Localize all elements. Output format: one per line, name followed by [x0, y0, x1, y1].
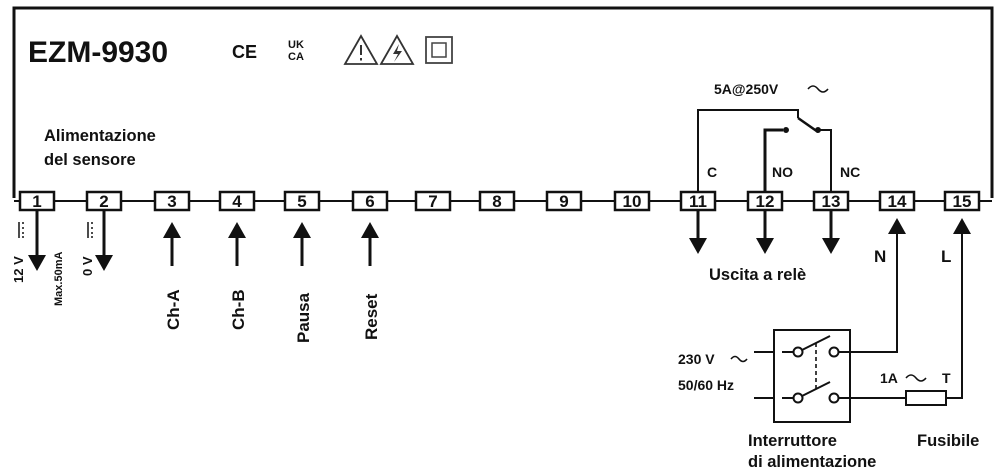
- label-l: L: [941, 247, 951, 266]
- terminal-box: [351, 190, 389, 212]
- label-max-50ma: Max.50mA: [53, 252, 65, 306]
- terminal-6: 6: [351, 190, 389, 212]
- input-ch-b-arrow: [228, 222, 246, 266]
- dc-symbol-12v: [18, 222, 24, 238]
- terminal-number: 1: [32, 192, 41, 211]
- switch-label-line1: Interruttore: [748, 432, 837, 450]
- terminal-7: 7: [414, 190, 452, 212]
- relay-no-label: NO: [772, 164, 793, 180]
- terminal-1: 1: [18, 190, 56, 212]
- terminal-number: 15: [953, 192, 972, 211]
- label-ch-a: Ch-A: [164, 289, 183, 330]
- terminal-number: 3: [167, 192, 176, 211]
- line-input-arrow: [953, 218, 971, 234]
- terminal-box: [613, 190, 651, 212]
- terminal-box: [878, 190, 916, 212]
- switch-label-line2: di alimentazione: [748, 453, 876, 471]
- ac-symbol-relay: [807, 85, 829, 93]
- dc-symbol-0v: [87, 222, 93, 238]
- supply-12v-arrow: [28, 210, 46, 271]
- terminal-number: 14: [888, 192, 907, 211]
- terminal-box: [478, 190, 516, 212]
- terminal-4: 4: [218, 190, 256, 212]
- terminal-box: [943, 190, 981, 212]
- relay-out-arrow-c: [689, 210, 707, 254]
- neutral-input-arrow: [888, 218, 906, 234]
- terminal-number: 11: [689, 192, 707, 211]
- double-insulation-icon: [425, 36, 453, 64]
- relay-output-label: Uscita a relè: [709, 266, 806, 284]
- terminal-2: 2: [85, 190, 123, 212]
- terminal-10: 10: [613, 190, 651, 212]
- terminal-box: [218, 190, 256, 212]
- device-housing: [12, 6, 994, 198]
- supply-frequency: 50/60 Hz: [678, 377, 734, 393]
- label-reset: Reset: [362, 293, 381, 340]
- terminal-number: 8: [492, 192, 501, 211]
- relay-contacts: [697, 109, 832, 192]
- terminal-number: 12: [756, 192, 775, 211]
- terminal-14: 14: [878, 190, 916, 212]
- terminal-number: 9: [559, 192, 568, 211]
- input-ch-a-arrow: [163, 222, 181, 266]
- terminal-3: 3: [153, 190, 191, 212]
- fuse: [905, 390, 947, 406]
- supply-0v-arrow: [95, 210, 113, 271]
- terminal-15: 15: [943, 190, 981, 212]
- input-reset-arrow: [361, 222, 379, 266]
- input-pausa-arrow: [293, 222, 311, 266]
- terminal-number: 5: [297, 192, 306, 211]
- terminal-number: 10: [623, 192, 642, 211]
- terminal-13: 13: [812, 190, 850, 212]
- terminal-11: 11: [679, 190, 717, 212]
- power-switch: [773, 329, 851, 423]
- terminal-box: [283, 190, 321, 212]
- terminal-5: 5: [283, 190, 321, 212]
- terminal-number: 6: [365, 192, 374, 211]
- terminal-box: [414, 190, 452, 212]
- supply-voltage: 230 V: [678, 351, 715, 367]
- label-pausa: Pausa: [294, 292, 313, 343]
- terminal-12: 12: [746, 190, 784, 212]
- label-n: N: [874, 247, 886, 266]
- sensor-supply-label-line2: del sensore: [44, 151, 136, 169]
- terminal-number: 7: [428, 192, 437, 211]
- power-wiring: [754, 232, 963, 399]
- relay-nc-label: NC: [840, 164, 860, 180]
- ac-symbol-supply: [730, 355, 748, 363]
- high-voltage-icon: [379, 34, 415, 65]
- terminal-9: 9: [545, 190, 583, 212]
- relay-out-arrow-no: [756, 210, 774, 254]
- ac-symbol-fuse: [905, 374, 927, 382]
- sensor-supply-label-line1: Alimentazione: [44, 127, 156, 145]
- label-ch-b: Ch-B: [229, 289, 248, 330]
- terminal-number: 13: [822, 192, 841, 211]
- relay-c-label: C: [707, 164, 717, 180]
- terminal-number: 4: [232, 192, 242, 211]
- label-0v: 0 V: [80, 256, 95, 276]
- model-title: EZM-9930: [28, 36, 168, 69]
- terminal-box: [545, 190, 583, 212]
- svg-text:CA: CA: [288, 51, 304, 63]
- ukca-mark: UK CA: [288, 39, 304, 63]
- ce-mark: CE: [232, 42, 257, 62]
- fuse-label: Fusibile: [917, 432, 979, 450]
- relay-rating: 5A@250V: [714, 81, 779, 97]
- terminal-box: [153, 190, 191, 212]
- fuse-rating: 1A: [880, 370, 898, 386]
- fuse-type: T: [942, 370, 951, 386]
- svg-text:UK: UK: [288, 39, 304, 51]
- label-12v: 12 V: [11, 256, 26, 283]
- warning-triangle-icon: [343, 34, 379, 65]
- terminal-8: 8: [478, 190, 516, 212]
- svg-text:CE: CE: [232, 42, 257, 62]
- relay-out-arrow-nc: [822, 210, 840, 254]
- terminal-number: 2: [99, 192, 108, 211]
